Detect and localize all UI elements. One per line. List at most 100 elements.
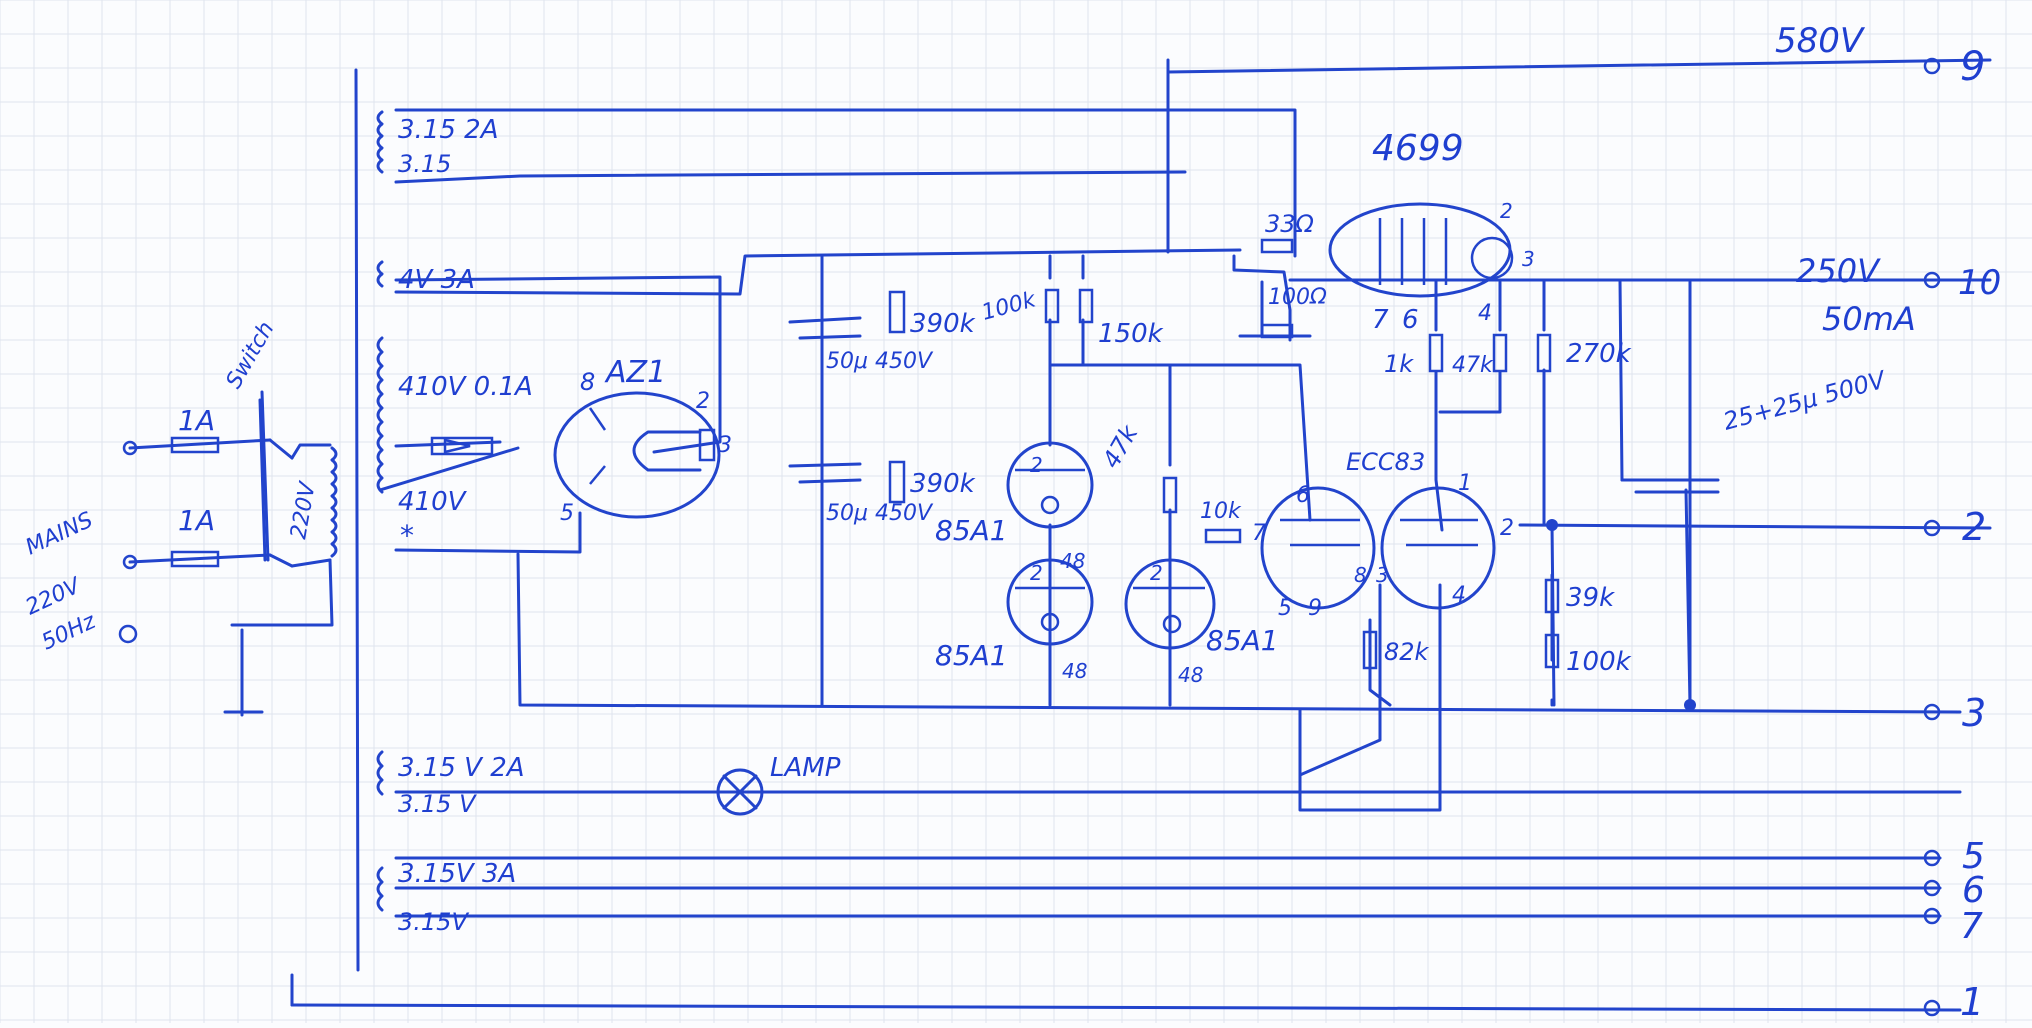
tube-4699 (1328, 202, 1512, 298)
label-lamp: LAMP (770, 753, 841, 783)
label-390k-b: 390k (910, 469, 976, 499)
label-250v: 250V (1796, 252, 1881, 290)
terminal-label-10: 10 (1958, 263, 2001, 303)
schematic-labels: 580V 250V 50mA 9 10 2 3 5 6 7 1 3.15 2A … (22, 21, 2001, 1024)
primary-label: 220V (286, 479, 321, 541)
terminal-label-2: 2 (1962, 505, 1986, 549)
tube-label-85a1-2: 85A1 (935, 639, 1008, 672)
fuse-label-2: 1A (178, 504, 215, 537)
winding-label-6: 3.15 V 2A (398, 753, 525, 783)
fuse-2 (170, 550, 220, 568)
pass-pin-7: 7 (1372, 305, 1389, 335)
terminal-label-3: 3 (1962, 691, 1986, 735)
tube-85a1-1 (1006, 441, 1094, 529)
capacitor-50u-a (788, 254, 862, 340)
az1-pin-8: 8 (580, 368, 595, 396)
winding-label-5: 410V (398, 487, 468, 517)
ecc83-pin-4: 4 (1452, 583, 1466, 608)
tube-label-ecc83: ECC83 (1346, 448, 1425, 476)
resistor-10k (1204, 528, 1242, 544)
resistor-39k (1544, 578, 1560, 614)
resistor-100k-b (1544, 633, 1560, 669)
ref3-pin-48: 48 (1178, 663, 1203, 687)
label-cap-a: 50μ 450V (826, 349, 934, 374)
az1-pin-2: 2 (696, 389, 710, 414)
label-150k: 150k (1098, 319, 1164, 349)
winding-label-1: 3.15 2A (398, 115, 498, 145)
terminal-6-icon (1923, 879, 1941, 897)
fuse-1 (170, 436, 220, 454)
winding-label-9: 3.15V (398, 908, 469, 936)
output-terminals (1546, 57, 1941, 1017)
pass-pin-2: 2 (1500, 199, 1513, 223)
mains-fuses (118, 436, 220, 644)
label-50ma: 50mA (1822, 300, 1916, 338)
pilot-lamp (716, 768, 764, 816)
capacitor-50u-b (788, 462, 862, 484)
capacitors (788, 254, 1720, 494)
mains-label-2: 220V (22, 573, 86, 621)
tube-label-4699: 4699 (1372, 128, 1464, 169)
schematic-wires (128, 58, 1992, 1012)
terminal-10-icon (1923, 271, 1941, 289)
pass-pin-6: 6 (1402, 305, 1419, 335)
mains-switch (260, 390, 338, 562)
terminal-3-icon (1923, 703, 1941, 721)
ecc83-pin-3: 3 (1376, 563, 1389, 587)
az1-pin-3: 3 (718, 433, 732, 458)
label-33ohm: 33Ω (1265, 210, 1315, 238)
tube-85a1-3 (1124, 558, 1216, 650)
label-cap-out: 25+25μ 500V (1720, 365, 1889, 436)
pass-pin-3: 3 (1522, 247, 1535, 271)
label-580v: 580V (1775, 21, 1866, 61)
terminal-label-7: 7 (1960, 906, 1983, 947)
label-47k-a: 47k (1097, 420, 1144, 473)
winding-label-4: 410V 0.1A (398, 372, 533, 402)
ecc83-pin-6: 6 (1296, 483, 1310, 508)
az1-pin-5: 5 (560, 501, 574, 526)
resistor-100ohm (1260, 323, 1294, 339)
label-270k: 270k (1566, 339, 1632, 369)
resistor-82k (1362, 630, 1378, 670)
tube-label-az1: AZ1 (604, 355, 666, 390)
ecc83-pin-7: 7 (1252, 521, 1266, 546)
diode (430, 436, 494, 456)
winding-mark: * (400, 519, 414, 552)
terminal-1-icon (1923, 999, 1941, 1017)
mains-label-1: MAINS (22, 508, 97, 561)
resistor-270k (1536, 333, 1552, 373)
resistor-47k-b (1492, 333, 1508, 373)
mains-label-3: 50Hz (38, 609, 100, 656)
terminal-label-6: 6 (1962, 870, 1985, 911)
label-100k-a: 100k (979, 287, 1040, 326)
chassis-ground-bus (354, 68, 360, 972)
winding-label-3: 4V 3A (398, 265, 475, 295)
ref2-pin-48: 48 (1062, 659, 1087, 683)
terminal-7-icon (1923, 907, 1941, 925)
tube-ecc83-left (1260, 486, 1376, 610)
resistor-390k-b (888, 460, 906, 504)
terminal-9-icon (1923, 57, 1941, 75)
tube-label-85a1-3: 85A1 (1206, 624, 1279, 657)
fuse-label-1: 1A (178, 404, 215, 437)
winding-coil-2 (376, 260, 384, 288)
winding-coil-4 (376, 750, 384, 796)
tube-85a1-2 (1006, 558, 1094, 646)
label-47k-b: 47k (1452, 353, 1494, 378)
switch-label: Switch (222, 317, 280, 393)
pass-pin-4: 4 (1478, 301, 1492, 326)
label-100ohm: 100Ω (1268, 285, 1327, 310)
capacitor-25u-25u (1634, 478, 1720, 494)
winding-coil-3 (376, 336, 384, 494)
label-1k: 1k (1384, 350, 1414, 378)
transformer-secondaries (376, 110, 384, 912)
resistor-100k-a (1044, 288, 1060, 324)
tube-label-85a1-1: 85A1 (935, 514, 1008, 547)
ref2-pin-2: 2 (1030, 561, 1043, 585)
ecc83-pin-1: 1 (1458, 471, 1472, 496)
ecc83-pin-9: 9 (1308, 596, 1322, 621)
resistor-390k-a (888, 290, 906, 334)
terminal-5-icon (1923, 849, 1941, 867)
resistor-47k-a (1162, 476, 1178, 514)
